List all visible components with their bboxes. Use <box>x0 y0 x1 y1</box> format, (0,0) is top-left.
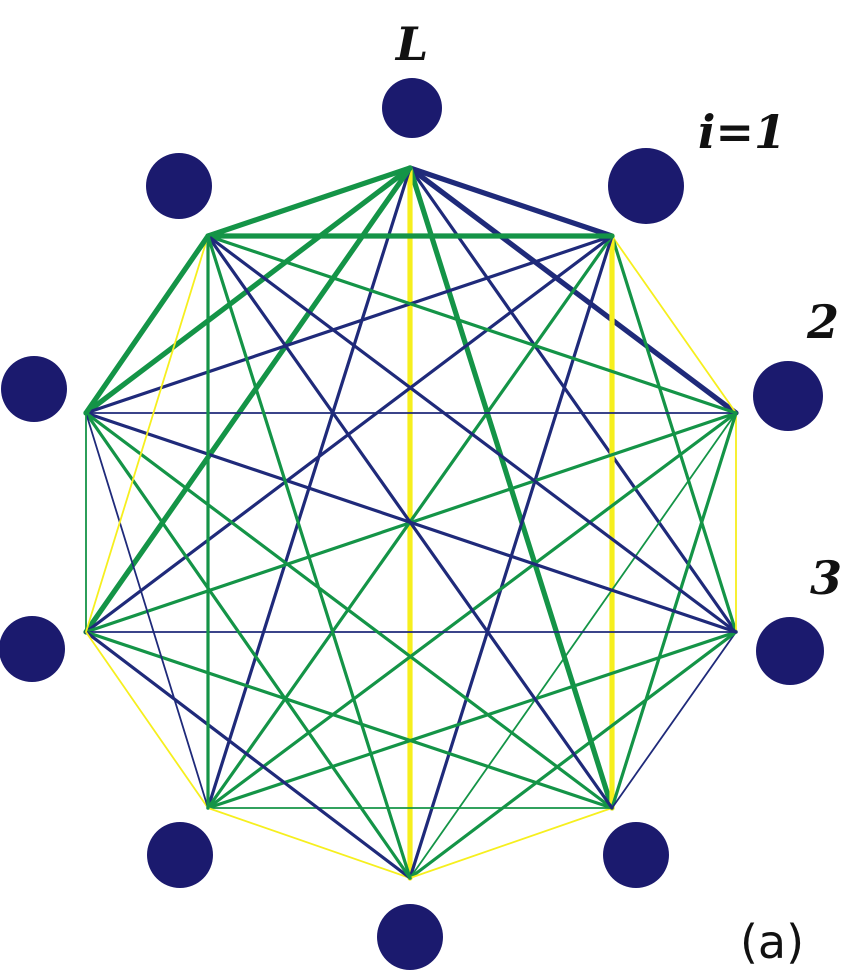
edge-3-6 <box>206 630 738 810</box>
edge-1-8 <box>84 234 614 415</box>
node-1 <box>608 148 684 224</box>
edge-1-2 <box>611 235 737 414</box>
edge-5-8 <box>84 411 412 880</box>
node-0 <box>382 78 442 138</box>
node-8 <box>1 356 67 422</box>
node-3 <box>756 617 824 685</box>
node-9 <box>146 153 212 219</box>
edge-3-9 <box>206 234 738 634</box>
edge-0-7 <box>83 165 413 635</box>
edge-4-5 <box>409 807 613 879</box>
label-3: 3 <box>810 551 842 605</box>
node-labels: L i=1 2 3 (a) <box>394 17 842 969</box>
edge-0-9 <box>205 165 413 239</box>
edge-4-8 <box>84 411 614 810</box>
edge-5-6 <box>207 807 411 879</box>
edge-6-7 <box>85 631 209 809</box>
edge-3-4 <box>611 631 737 809</box>
edge-4-9 <box>206 234 614 810</box>
edge-5-7 <box>84 630 412 880</box>
edge-7-9 <box>85 235 209 633</box>
node-5 <box>377 904 443 970</box>
panel-label: (a) <box>740 915 804 969</box>
graph-edges <box>83 165 739 881</box>
edge-8-9 <box>83 233 211 416</box>
node-6 <box>147 822 213 888</box>
node-2 <box>753 361 823 431</box>
edge-6-8 <box>85 412 209 809</box>
edge-2-9 <box>206 234 738 415</box>
label-2: 2 <box>806 295 839 349</box>
label-i-1: i=1 <box>698 105 786 159</box>
edge-2-5 <box>409 412 737 879</box>
node-7 <box>0 616 65 682</box>
edge-5-9 <box>206 234 412 880</box>
edge-4-7 <box>84 630 614 810</box>
edge-0-1 <box>407 165 615 239</box>
label-L: L <box>394 17 428 71</box>
edge-0-3 <box>408 166 738 634</box>
node-4 <box>603 822 669 888</box>
graph-nodes <box>0 78 824 970</box>
